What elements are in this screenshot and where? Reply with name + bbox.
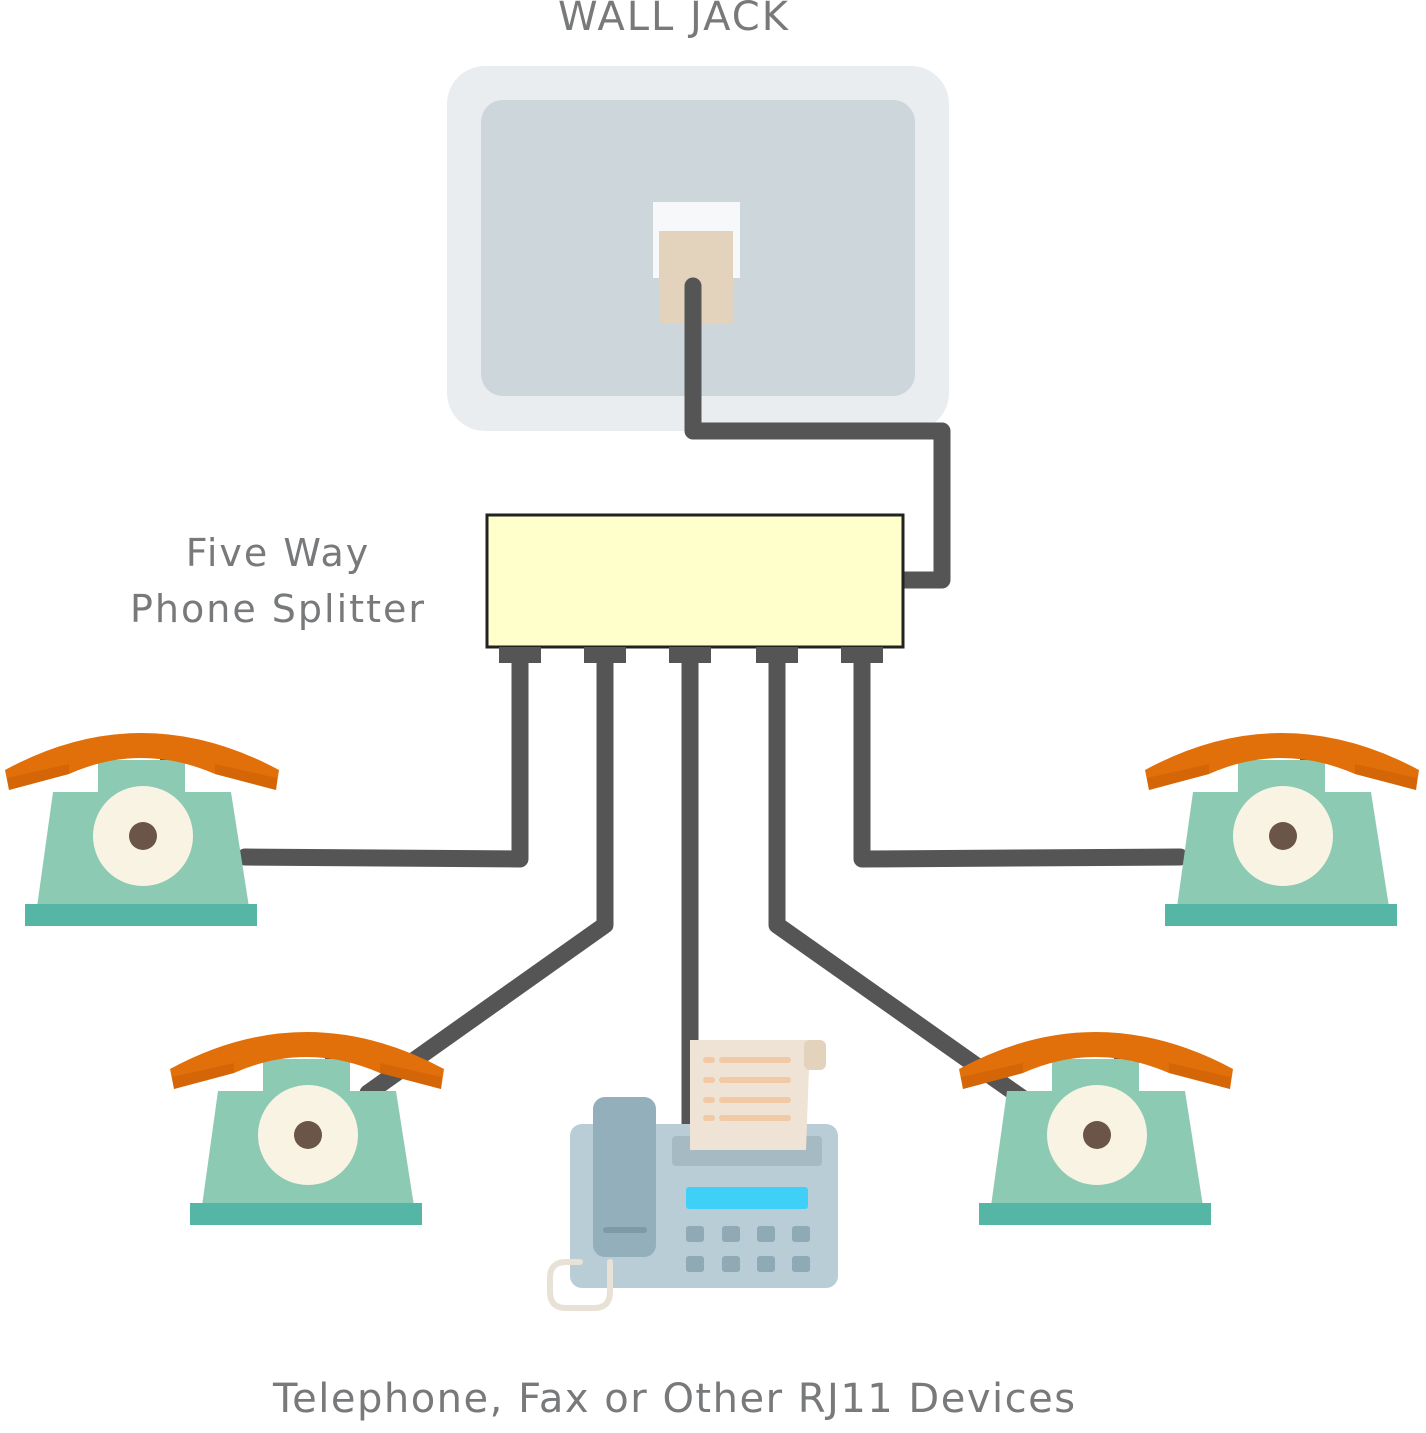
fax-keypad: [686, 1226, 810, 1272]
rotary-phone-icon: [5, 733, 279, 926]
fax-handset: [593, 1097, 656, 1257]
fax-cord: [547, 1259, 613, 1311]
five-way-splitter: [485, 513, 905, 663]
fax-machine-icon: [547, 1040, 838, 1311]
cable-phone-right-bottom: [768, 651, 1034, 1109]
rotary-phone-icon: [1145, 733, 1419, 926]
splitter-port-5: [841, 647, 883, 663]
wall-jack: [447, 66, 949, 431]
splitter-port-3: [669, 647, 711, 663]
splitter-label: Five Way Phone Splitter: [108, 525, 448, 637]
splitter-port-2: [584, 647, 626, 663]
cable-phone-left-bottom: [359, 651, 614, 1102]
splitter-port-1: [499, 647, 541, 663]
fax-paper: [690, 1040, 810, 1150]
fax-display: [686, 1187, 808, 1209]
fax-paper-lines: [703, 1057, 791, 1121]
cable-phone-left-top: [236, 651, 529, 868]
splitter-body: [485, 513, 905, 649]
splitter-label-line-1: Five Way: [185, 531, 371, 575]
cable-wall-to-splitter: [684, 277, 951, 589]
splitter-port-4: [756, 647, 798, 663]
rotary-phone-icon: [170, 1032, 444, 1225]
devices-caption: Telephone, Fax or Other RJ11 Devices: [273, 1376, 1077, 1422]
wall-jack-label: WALL JACK: [558, 0, 790, 40]
splitter-label-line-2: Phone Splitter: [130, 587, 426, 631]
rotary-phone-icon: [959, 1032, 1233, 1225]
cable-phone-right-top: [853, 651, 1189, 868]
